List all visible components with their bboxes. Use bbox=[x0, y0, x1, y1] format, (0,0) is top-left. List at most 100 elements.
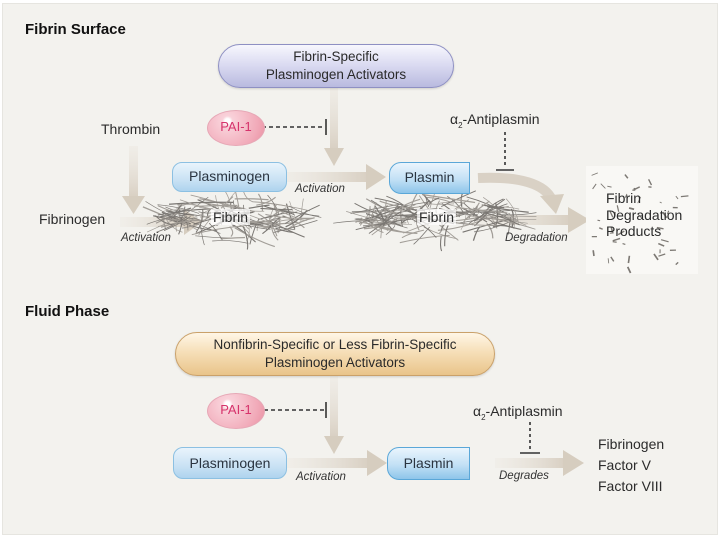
fibrin-strand bbox=[374, 197, 417, 212]
activator-line-1: Nonfibrin-Specific or Less Fibrin-Specif… bbox=[213, 337, 457, 352]
fibrin-strand bbox=[268, 207, 287, 220]
fibrin-strand bbox=[462, 218, 510, 233]
fibrin-strand bbox=[229, 226, 234, 237]
fibrin-strand bbox=[284, 204, 320, 224]
alpha-subscript: 2 bbox=[458, 120, 463, 130]
fibrin-strand bbox=[170, 216, 200, 220]
fibrin-strand bbox=[275, 207, 294, 218]
pai-inhibition-line-top bbox=[262, 119, 327, 135]
target-fibrinogen: Fibrinogen bbox=[598, 436, 665, 452]
plasmin-box-fluid: Plasmin bbox=[387, 447, 470, 480]
fibrin-strand bbox=[169, 201, 234, 205]
fibrin-strand bbox=[157, 222, 177, 227]
antiplasmin-inhibition-line-bottom bbox=[520, 422, 540, 454]
alpha-symbol: α bbox=[473, 403, 482, 419]
fibrin-strand bbox=[257, 193, 264, 212]
fibrin-strand bbox=[482, 215, 537, 217]
activator-line-2: Plasminogen Activators bbox=[264, 355, 406, 370]
fibrin-strand bbox=[368, 205, 371, 219]
plasminogen-box: Plasminogen bbox=[172, 162, 287, 192]
fibrin-strand bbox=[265, 213, 312, 219]
fibrin-strand bbox=[354, 202, 397, 221]
fibrin-strand bbox=[421, 193, 476, 204]
degraded-targets-list: Fibrinogen Factor V Factor VIII bbox=[598, 434, 664, 497]
fibrin-strand bbox=[146, 214, 188, 225]
activation-arrow bbox=[278, 164, 386, 190]
fibrin-strand bbox=[191, 225, 245, 236]
activator-down-arrow bbox=[324, 84, 344, 166]
fibrin-strand bbox=[196, 215, 205, 226]
fibrin-strand bbox=[400, 199, 431, 224]
fibrin-strand bbox=[372, 213, 383, 232]
fibrin-strand bbox=[270, 220, 279, 241]
target-factor-v: Factor V bbox=[598, 457, 651, 473]
fibrin-strand bbox=[281, 209, 320, 217]
target-factor-viii: Factor VIII bbox=[598, 478, 663, 494]
products-line-2: Degradation bbox=[606, 206, 683, 223]
fibrin-strand bbox=[267, 216, 281, 229]
fluid-activation-arrow bbox=[285, 450, 387, 476]
thrombin-down-arrow bbox=[122, 146, 145, 214]
products-line-1: Fibrin bbox=[606, 190, 642, 206]
fibrin-strand bbox=[462, 205, 478, 223]
fibrin-strand bbox=[265, 212, 283, 219]
fibrin-strand bbox=[195, 235, 231, 239]
degradation-label: Degradation bbox=[505, 232, 568, 244]
fibrin-strand bbox=[200, 224, 205, 246]
fibrin-strand bbox=[275, 227, 293, 233]
fibrin-strand bbox=[425, 196, 452, 203]
alpha-subscript: 2 bbox=[481, 412, 486, 422]
fibrin-strand bbox=[186, 205, 218, 222]
fibrin-strand bbox=[468, 203, 508, 224]
fibrin-strand bbox=[175, 219, 179, 232]
activation-label-fluid: Activation bbox=[296, 471, 346, 483]
fibrin-strand bbox=[368, 201, 377, 228]
fibrin-strand bbox=[256, 196, 276, 206]
fibrin-strand bbox=[371, 217, 399, 236]
fluid-activator-down-arrow bbox=[324, 376, 344, 454]
fibrin-strand bbox=[355, 218, 374, 224]
fibrin-strand bbox=[405, 216, 437, 239]
fibrin-strand bbox=[268, 220, 305, 238]
fibrin-strand bbox=[186, 222, 189, 231]
fibrin-strand bbox=[401, 213, 409, 224]
fibrin-strand bbox=[456, 207, 507, 214]
fibrin-strand bbox=[252, 201, 292, 208]
fibrinogen-label: Fibrinogen bbox=[39, 211, 106, 227]
fibrin-strand bbox=[485, 212, 520, 226]
fibrin-strand bbox=[195, 209, 204, 233]
fibrin-strand bbox=[360, 217, 384, 234]
fibrin-strand bbox=[492, 224, 515, 229]
fibrin-strand bbox=[510, 215, 513, 226]
fibrin-strand bbox=[444, 225, 449, 247]
fibrin-strand bbox=[368, 211, 401, 234]
fibrin-strand bbox=[496, 212, 537, 216]
fibrin-strand bbox=[212, 240, 249, 244]
fibrin-strand bbox=[268, 204, 277, 222]
fibrin-strand bbox=[385, 225, 396, 235]
fibrin-label-left: Fibrin bbox=[211, 209, 251, 225]
fibrin-strand bbox=[507, 217, 511, 235]
fibrin-strand bbox=[170, 209, 181, 220]
fibrin-strand bbox=[391, 223, 413, 226]
section-title-fluid-phase: Fluid Phase bbox=[25, 303, 110, 320]
plasmin-box: Plasmin bbox=[389, 162, 470, 194]
fibrin-strand bbox=[157, 204, 200, 214]
fibrin-strand bbox=[370, 224, 418, 235]
fibrin-strand bbox=[273, 220, 318, 233]
fibrin-strand bbox=[208, 222, 223, 241]
activator-line-1: Fibrin-Specific bbox=[293, 49, 379, 64]
fibrin-strand bbox=[163, 216, 191, 232]
pai-inhibition-line-bottom bbox=[264, 402, 327, 418]
fibrin-strand bbox=[220, 236, 246, 240]
alpha2-antiplasmin-label-top: α2-Antiplasmin bbox=[450, 111, 540, 130]
fibrin-strand bbox=[439, 235, 443, 252]
fibrin-strand bbox=[194, 204, 238, 208]
fibrin-strand bbox=[476, 202, 480, 214]
fibrin-strand bbox=[396, 206, 419, 216]
fibrin-strand bbox=[234, 227, 275, 248]
pai-1-inhibitor-fluid: PAI-1 bbox=[207, 393, 265, 429]
plasmin-curved-arrow bbox=[477, 172, 564, 214]
fibrin-strand bbox=[273, 204, 278, 218]
fibrin-degradation-products: Fibrin Degradation Products bbox=[606, 190, 682, 240]
